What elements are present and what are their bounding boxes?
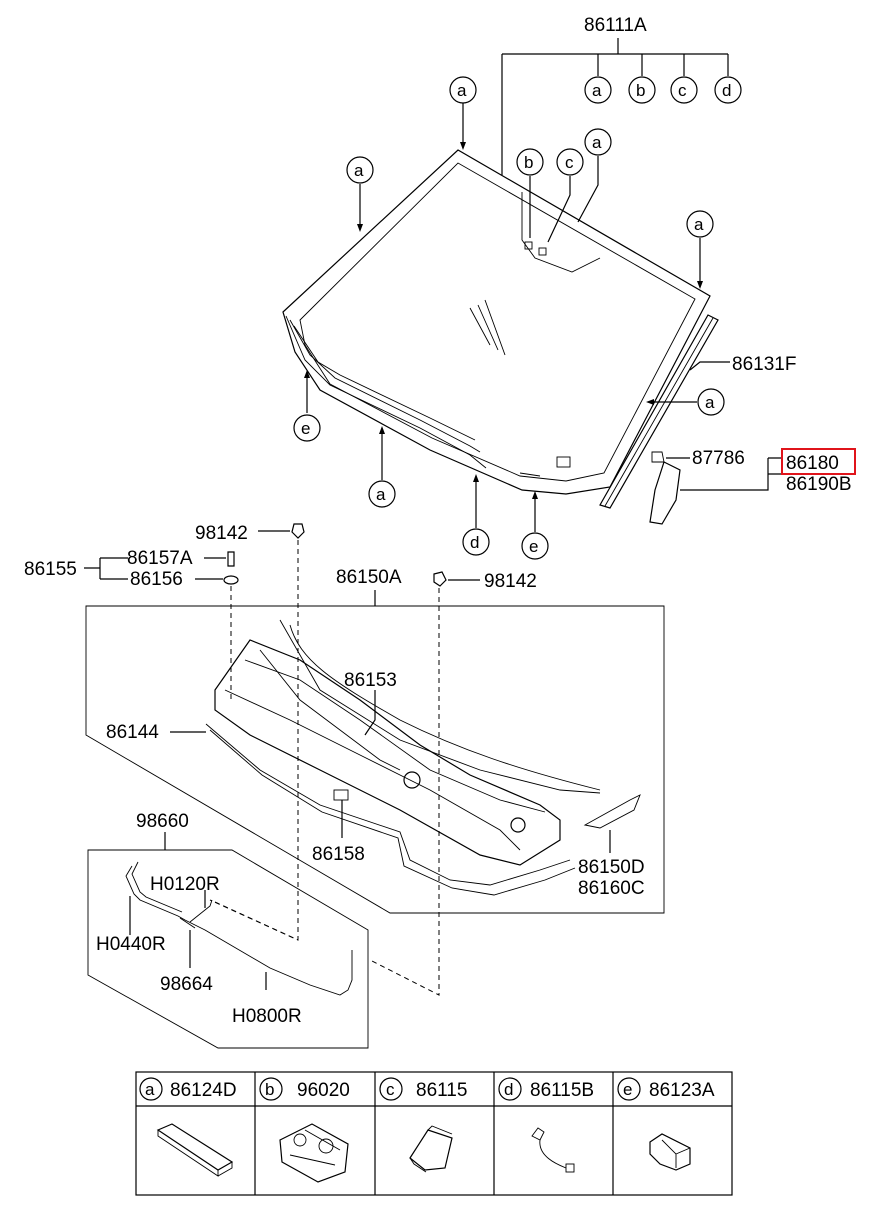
label-86153: 86153 — [344, 670, 397, 691]
callout-circles: a b c d a a b c a a a e a d e — [293, 76, 742, 560]
legend-sketch-86124D — [156, 1123, 234, 1177]
label-86111A: 86111A — [584, 15, 647, 36]
legend-letter-a: a — [145, 1080, 155, 1099]
callout-c: c — [678, 81, 687, 100]
callout-a: a — [376, 485, 386, 504]
legend-sketch-86115B — [531, 1127, 575, 1173]
callout-a: a — [592, 133, 602, 152]
mirror-bracket — [649, 451, 681, 525]
callout-e: e — [529, 537, 538, 556]
cowl-frame — [85, 590, 665, 914]
legend-sketch-86123A — [649, 1133, 691, 1171]
legend-part-86115: 86115 — [416, 1080, 467, 1101]
label-86155: 86155 — [24, 559, 77, 580]
callout-c: c — [565, 153, 574, 172]
label-98142-left: 98142 — [195, 523, 248, 544]
label-H0800R: H0800R — [232, 1006, 302, 1027]
label-98664: 98664 — [160, 974, 213, 995]
callout-b: b — [636, 81, 645, 100]
label-H0120R: H0120R — [150, 874, 220, 895]
label-86190B: 86190B — [786, 474, 852, 495]
label-86150A: 86150A — [336, 567, 402, 588]
legend-table — [135, 1071, 733, 1196]
side-moulding — [599, 314, 719, 509]
legend-sketch-86115 — [409, 1125, 453, 1173]
highlight-box-86180 — [781, 448, 856, 475]
label-86156: 86156 — [130, 569, 183, 590]
washer-leaders — [129, 890, 267, 990]
washer-hose — [125, 861, 353, 996]
label-86150D: 86150D — [578, 857, 645, 878]
callout-a: a — [354, 161, 364, 180]
label-86160C: 86160C — [578, 878, 645, 899]
legend-letter-c: c — [386, 1080, 395, 1099]
callout-a: a — [457, 81, 467, 100]
callout-a: a — [592, 81, 602, 100]
legend-sketch-96020 — [279, 1123, 349, 1183]
top-leaders — [306, 38, 782, 532]
callout-d: d — [470, 533, 479, 552]
label-86144: 86144 — [106, 722, 159, 743]
cowl-panel — [205, 619, 641, 896]
legend-header: a 86124D b 96020 c 86115 d 86115B e 8612… — [139, 1077, 715, 1101]
legend-letter-b: b — [265, 1080, 274, 1099]
legend-part-96020: 96020 — [297, 1080, 350, 1101]
label-86131F: 86131F — [732, 354, 796, 375]
callout-a: a — [694, 215, 704, 234]
label-86180[interactable]: 86180 — [786, 453, 839, 474]
legend-part-86123A: 86123A — [649, 1080, 715, 1101]
callout-b: b — [524, 153, 533, 172]
windshield-glass — [282, 149, 711, 495]
label-H0440R: H0440R — [96, 934, 166, 955]
label-87786: 87786 — [692, 448, 745, 469]
legend-part-86115B: 86115B — [530, 1080, 594, 1101]
label-98660: 98660 — [136, 811, 189, 832]
label-86158: 86158 — [312, 844, 365, 865]
washer-hose-frame — [87, 832, 369, 1049]
arrow-heads — [304, 142, 703, 499]
legend-letter-d: d — [504, 1080, 513, 1099]
label-98142-right: 98142 — [484, 571, 537, 592]
callout-a: a — [705, 393, 715, 412]
legend-part-86124D: 86124D — [170, 1080, 237, 1101]
label-86157A: 86157A — [127, 548, 193, 569]
cowl-leaders — [170, 690, 611, 853]
legend-letter-e: e — [623, 1080, 632, 1099]
cowl-fasteners — [84, 523, 480, 996]
callout-e: e — [301, 419, 310, 438]
callout-d: d — [722, 81, 731, 100]
